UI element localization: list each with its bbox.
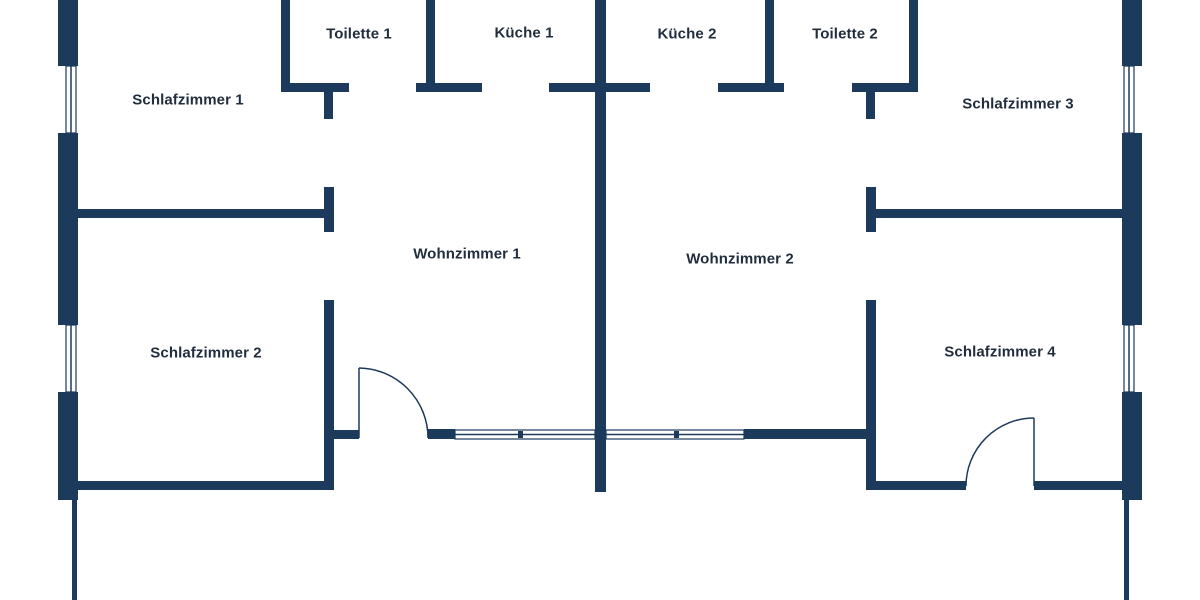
room-label-schlafzimmer-2: Schlafzimmer 2 [150,344,262,362]
room-label-schlafzimmer-4: Schlafzimmer 4 [944,343,1056,361]
room-label-wohnzimmer-1: Wohnzimmer 1 [413,245,521,263]
terrace-line-left [72,500,77,600]
window-right-lower [1123,324,1135,393]
outer-wall-left [58,0,78,500]
window-left-upper [65,65,77,134]
window-wohnzimmer-2 [605,429,745,440]
window-wohnzimmer-1 [454,429,596,440]
door-wohnzimmer-1 [358,367,429,439]
central-wall-lower [595,438,606,492]
wall-schlafzimmer-3-4 [866,187,1122,232]
wall-kueche-1 [416,0,650,92]
window-left-lower [65,324,77,393]
room-label-kueche-2: Küche 2 [657,25,717,43]
room-label-schlafzimmer-1: Schlafzimmer 1 [132,91,244,109]
wall-toilette-1 [281,0,349,119]
room-label-kueche-1: Küche 1 [494,24,554,42]
room-label-wohnzimmer-2: Wohnzimmer 2 [686,250,794,268]
wall-wohnzimmer-2-south [744,429,868,439]
wall-schlafzimmer-4-west [866,300,1122,490]
central-wall-upper [595,0,606,438]
room-label-toilette-1: Toilette 1 [326,25,392,43]
room-label-schlafzimmer-3: Schlafzimmer 3 [962,95,1074,113]
wall-kueche-2 [718,0,784,92]
room-label-toilette-2: Toilette 2 [812,25,878,43]
wall-schlafzimmer-2-east [78,300,359,490]
outer-wall-right [1122,0,1142,500]
wall-schlafzimmer-1-2 [78,187,334,232]
window-right-upper [1123,65,1135,134]
door-schlafzimmer-4 [965,417,1035,487]
wall-wohnzimmer-1-south [428,429,455,439]
terrace-line-right [1124,500,1129,600]
wall-toilette-2 [852,0,918,119]
